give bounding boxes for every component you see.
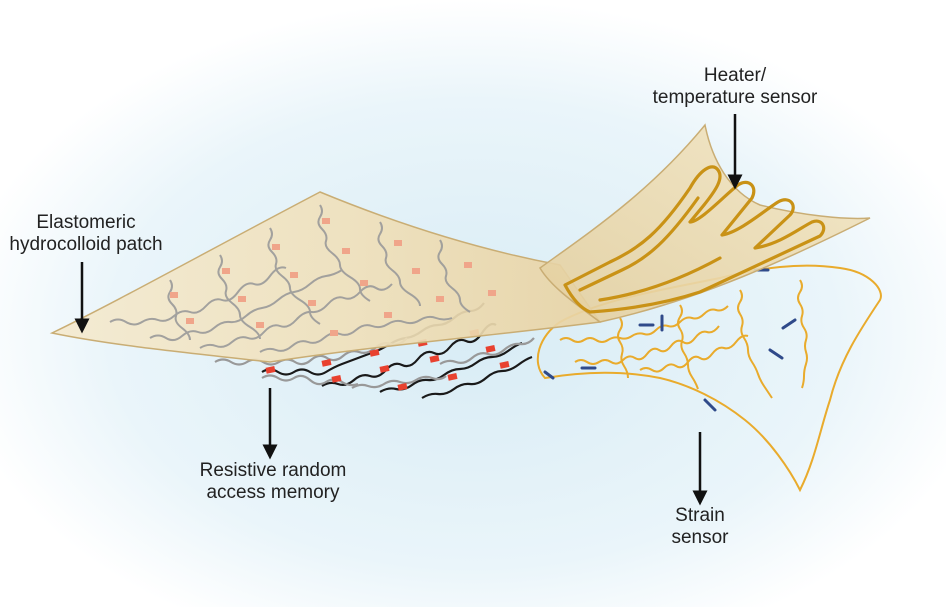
memory-cell <box>379 365 390 373</box>
label-line: hydrocolloid patch <box>9 234 163 255</box>
label-line: access memory <box>206 482 340 503</box>
label-line: Strain <box>675 505 725 526</box>
patch-cell <box>488 290 496 296</box>
patch-wire <box>259 315 453 353</box>
heater-trace-inner <box>598 256 722 302</box>
patch-wire <box>317 204 371 302</box>
label-line: Resistive random <box>199 460 347 481</box>
memory-cell <box>485 345 496 353</box>
heater-trace-inner <box>578 196 700 292</box>
strain-gauges <box>543 268 797 412</box>
memory-wire-gray <box>261 374 359 387</box>
label-line: temperature sensor <box>652 87 818 108</box>
patch-cell <box>272 244 280 250</box>
label-line: Elastomeric <box>36 212 136 233</box>
memory-cell <box>369 349 380 357</box>
memory-cell <box>429 355 440 363</box>
patch-cell <box>290 272 298 278</box>
patch-cell <box>394 240 402 246</box>
strain-gauge <box>781 318 797 330</box>
label-elastomeric-patch: Elastomeric hydrocolloid patch <box>2 212 170 256</box>
patch-cell <box>308 300 316 306</box>
patch-cell <box>322 218 330 224</box>
memory-cell <box>331 375 342 383</box>
patch-wire <box>437 239 471 313</box>
memory-wire-black <box>421 355 533 399</box>
patch-cell <box>170 292 178 298</box>
patch-wire <box>149 269 343 342</box>
memory-wire-black <box>321 322 497 387</box>
patch-cell <box>384 312 392 318</box>
patch-cell <box>342 248 350 254</box>
patch-wire <box>167 279 191 341</box>
mesh-wire <box>677 304 699 390</box>
strain-gauge <box>768 348 784 360</box>
memory-cell <box>447 373 458 381</box>
patch-cell <box>222 268 230 274</box>
strain-gauge <box>703 398 717 412</box>
patch-cell <box>330 330 338 336</box>
heater-trace <box>563 165 826 314</box>
patch-cell <box>360 280 368 286</box>
memory-cell <box>499 361 510 369</box>
patch-wire <box>377 221 421 307</box>
label-line: sensor <box>671 527 729 548</box>
memory-layer <box>214 302 535 399</box>
label-line: Heater/ <box>703 65 767 86</box>
mesh-wire <box>617 317 629 379</box>
heater-flap <box>539 123 871 323</box>
patch-cell <box>256 322 264 328</box>
patch-cell <box>186 318 194 324</box>
patch-cell <box>436 296 444 302</box>
memory-wire-gray <box>439 337 535 365</box>
memory-cell <box>397 383 408 391</box>
strain-gauge <box>543 370 555 380</box>
mesh-wire <box>797 279 808 389</box>
patch-cell <box>412 268 420 274</box>
mesh-wire <box>559 305 729 343</box>
patch-wire <box>109 266 287 326</box>
mesh-wire <box>639 334 749 373</box>
label-resistive-memory: Resistive random access memory <box>178 460 368 504</box>
mesh-wire <box>737 289 773 399</box>
elastomeric-patch <box>49 191 602 363</box>
memory-wire-gray <box>351 375 447 389</box>
memory-cell <box>321 359 332 367</box>
patch-cell <box>464 262 472 268</box>
patch-wire <box>217 254 261 340</box>
memory-cell <box>265 366 276 374</box>
mesh-wire <box>574 325 720 365</box>
patch-cell <box>238 296 246 302</box>
label-heater-sensor: Heater/ temperature sensor <box>650 65 820 109</box>
patch-wire <box>267 227 321 325</box>
arrows <box>74 114 743 506</box>
flap-sheet <box>539 123 871 323</box>
label-strain-sensor: Strain sensor <box>660 505 740 549</box>
